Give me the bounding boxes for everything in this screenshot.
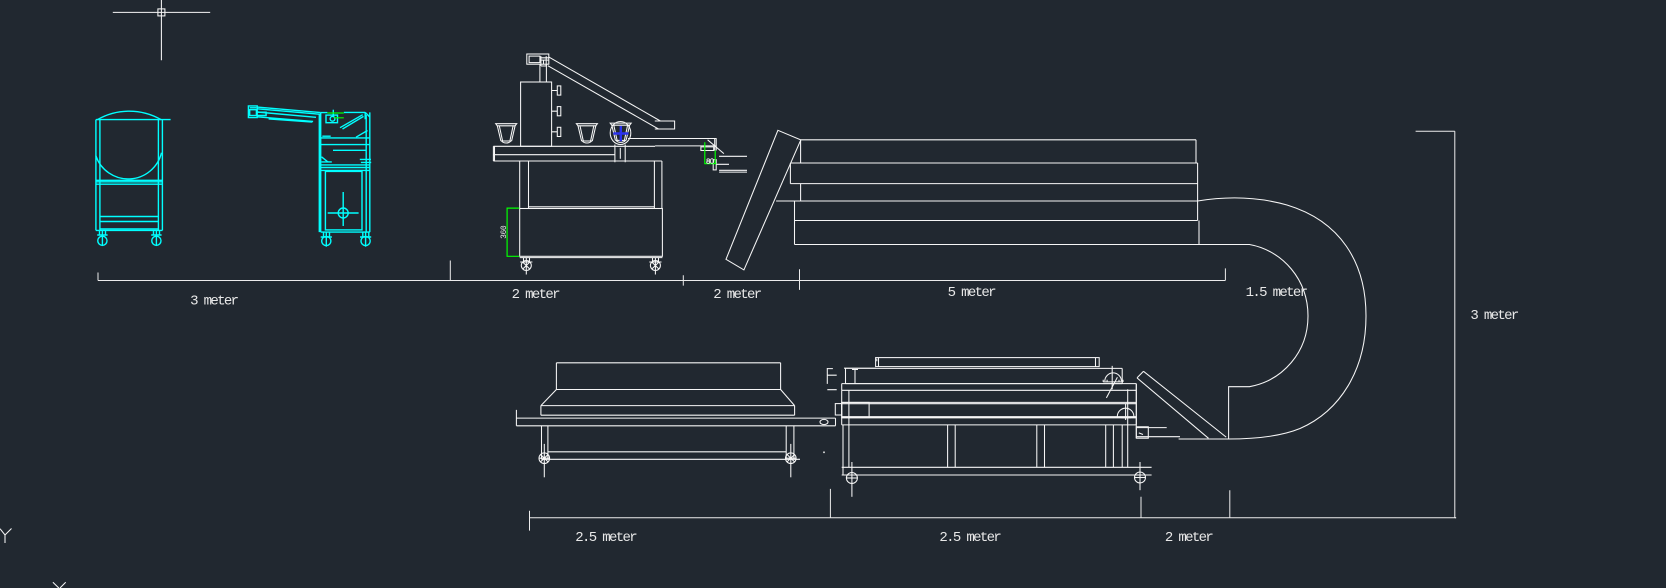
svg-text:2.5 meter: 2.5 meter [575,530,637,546]
svg-text:1.5 meter: 1.5 meter [1246,285,1308,301]
svg-text:3 meter: 3 meter [190,294,239,310]
svg-text:2.5 meter: 2.5 meter [939,530,1001,546]
svg-text:360: 360 [500,225,509,239]
svg-text:2 meter: 2 meter [1165,530,1214,546]
svg-text:5 meter: 5 meter [948,285,997,301]
svg-text:2 meter: 2 meter [713,287,762,303]
svg-text:3 meter: 3 meter [1470,308,1519,324]
svg-text:2 meter: 2 meter [512,287,561,303]
